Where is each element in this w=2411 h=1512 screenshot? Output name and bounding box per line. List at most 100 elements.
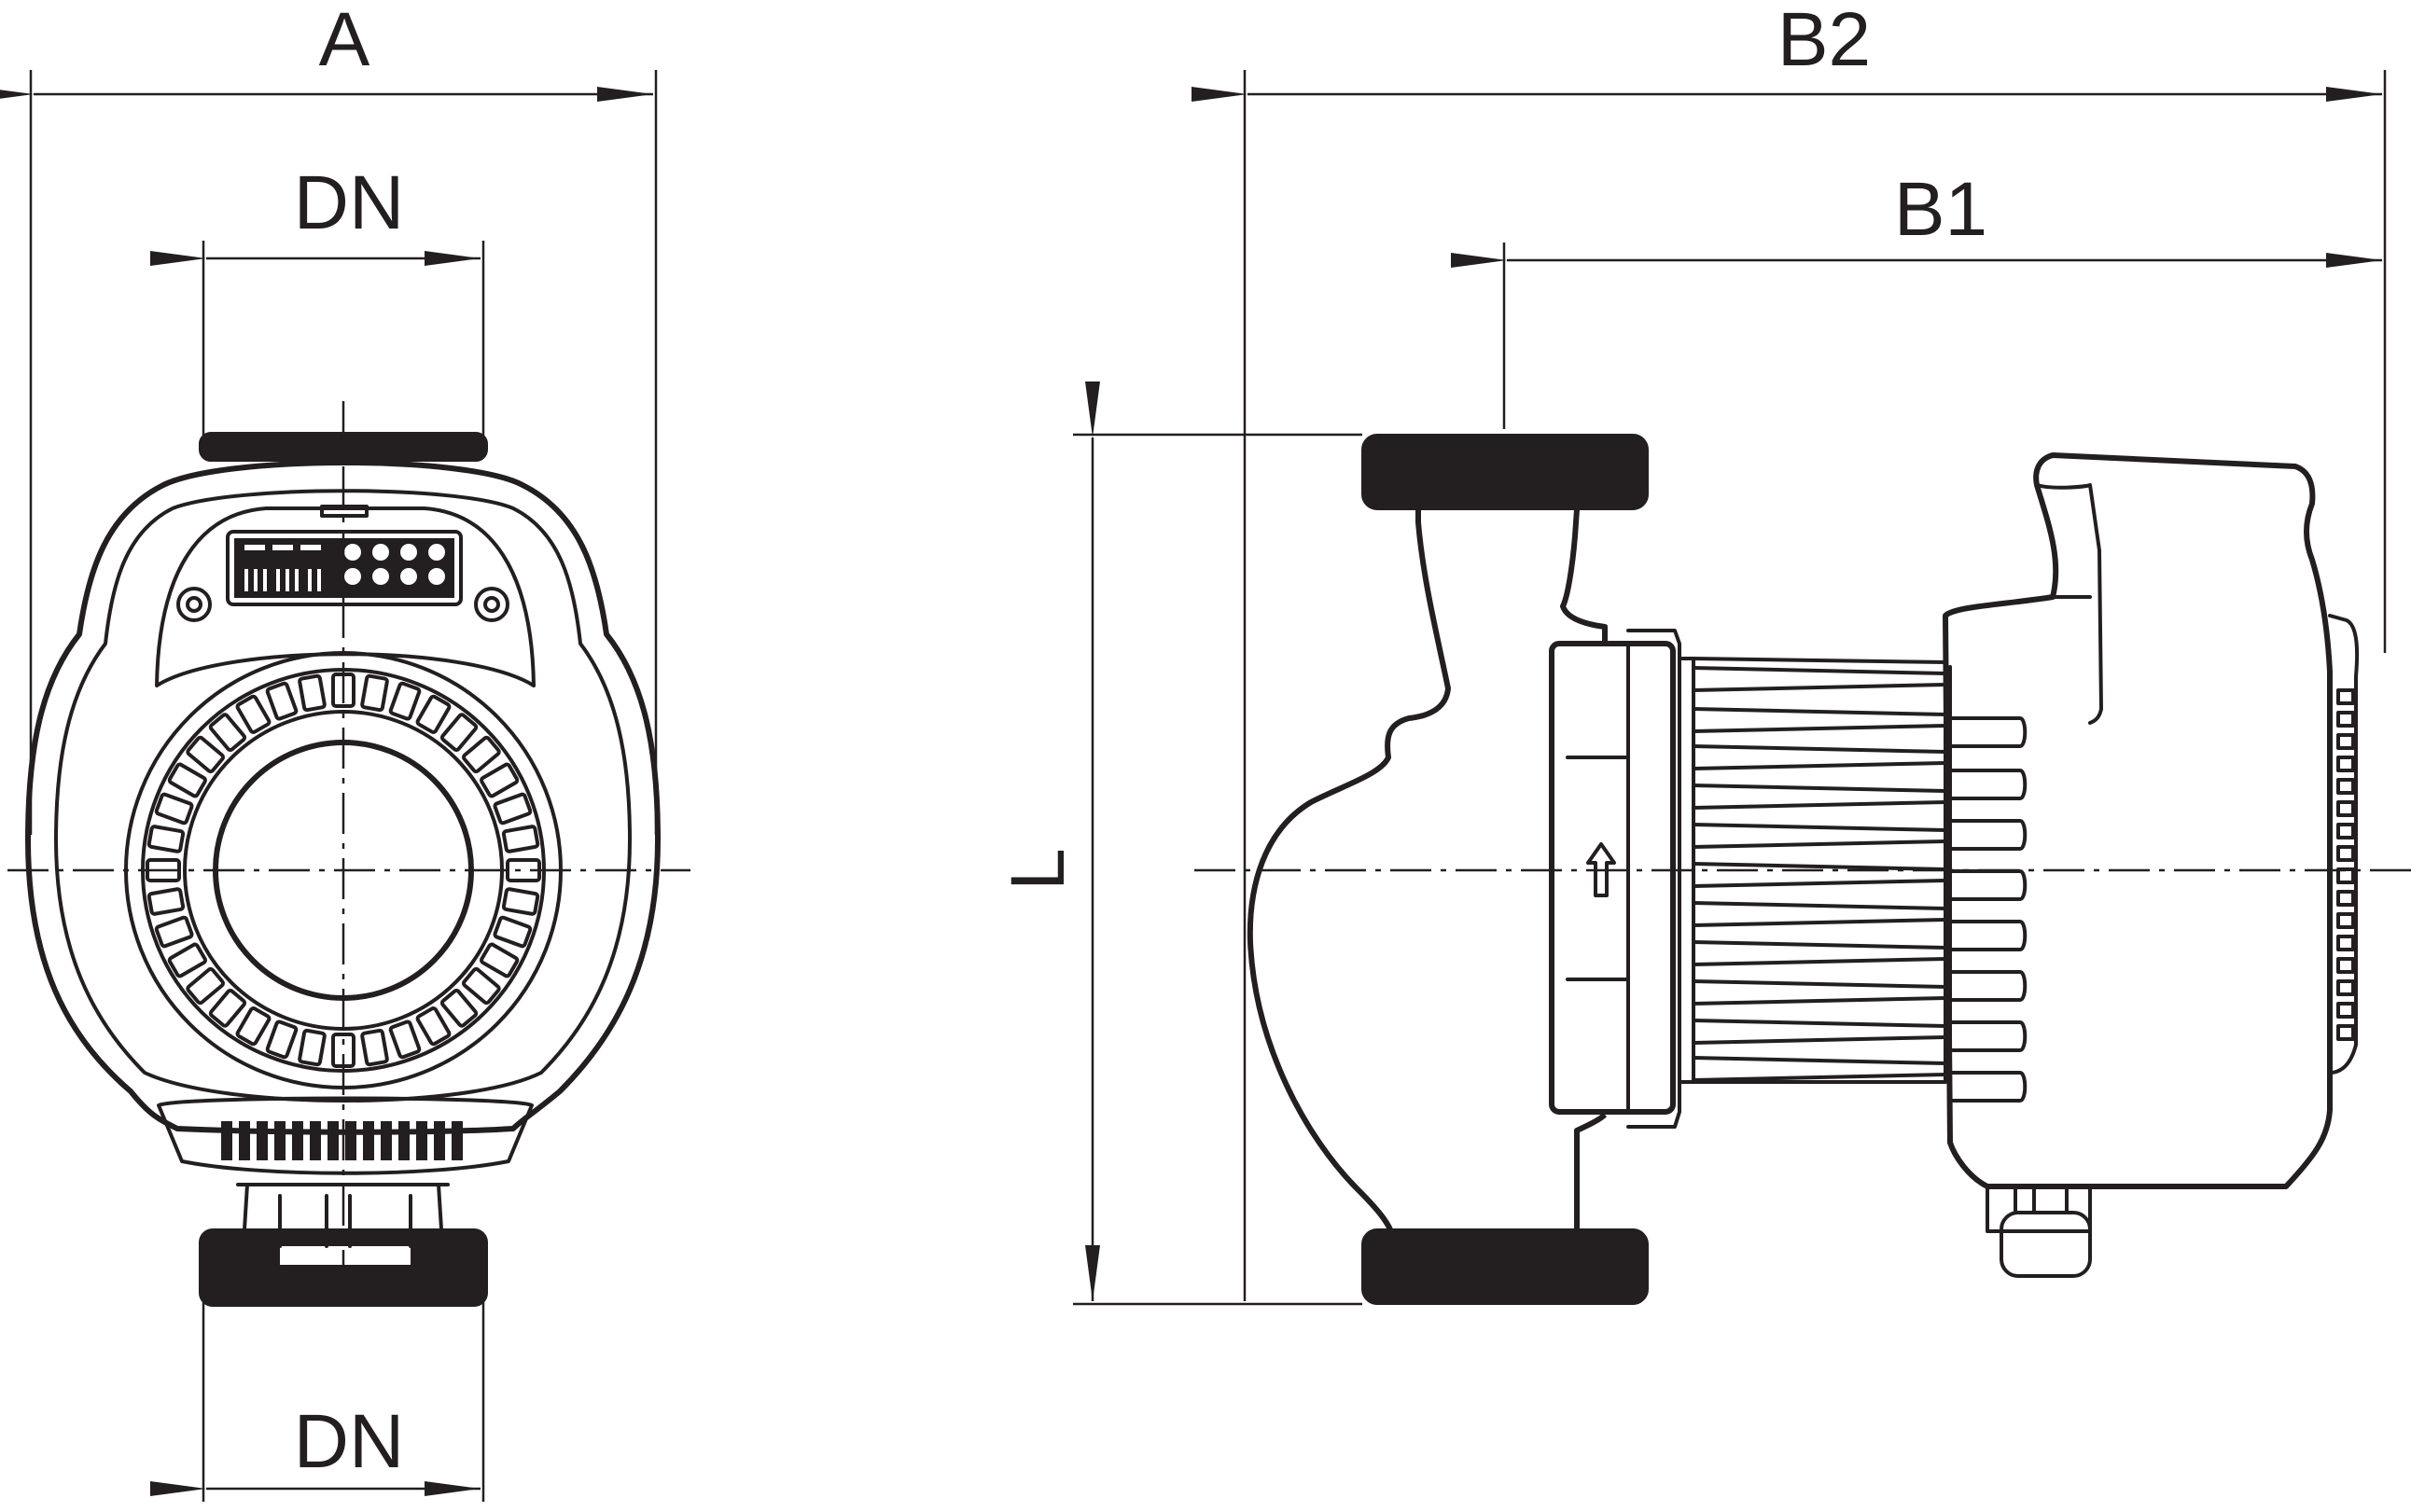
knob-tooth	[2336, 823, 2355, 839]
knob-tooth	[2336, 912, 2355, 929]
terminal-rib	[257, 1121, 268, 1160]
rotor-rib-shape	[208, 988, 247, 1028]
rotor-rib	[186, 966, 226, 1006]
rotor-rib	[235, 1006, 272, 1047]
stator-fin	[1692, 707, 1947, 733]
knob-tooth	[2336, 800, 2355, 817]
rotor-rib-shape	[265, 1020, 299, 1060]
terminal-block	[157, 1096, 534, 1175]
rotor-rib	[154, 915, 194, 949]
rotor-rib	[480, 942, 520, 978]
rotor-rib-shape	[439, 713, 479, 753]
rotor-rib-shape	[167, 762, 207, 798]
pump-volute-body	[1247, 508, 1608, 1231]
rotor-rib	[235, 694, 272, 734]
rotor-rib	[154, 792, 194, 825]
rotor-rib-shape	[493, 915, 533, 949]
rotor-rib-shape	[298, 673, 327, 713]
stator-fin	[1692, 862, 1947, 888]
rotor-rib	[298, 673, 327, 713]
stator-fin	[1692, 1056, 1947, 1082]
rotor-rib	[501, 887, 540, 916]
electronics-ribs	[1948, 716, 2028, 1103]
electronics-rib	[1948, 769, 2028, 800]
stator-fin	[1692, 1019, 1947, 1045]
terminal-rib	[274, 1121, 286, 1160]
rotor-rib-shape	[154, 792, 194, 825]
pump-housing-outline	[25, 460, 661, 1135]
stator-fin	[1692, 940, 1947, 966]
side-bottom-flange	[1361, 1228, 1649, 1305]
cable-gland	[2000, 1211, 2092, 1278]
panel-screw-left	[176, 587, 212, 622]
rotor-rib-shape	[167, 942, 207, 978]
flow-direction-arrow-icon	[1586, 842, 1616, 897]
side-view: B2 B1 L	[996, 0, 2411, 1306]
rotor-rib-shape	[146, 825, 186, 853]
stator-fin	[1692, 901, 1947, 927]
terminal-rib	[345, 1121, 356, 1160]
electronics-housing-edge	[2035, 483, 2103, 725]
knob-tooth	[2336, 979, 2355, 996]
rotor-rib	[186, 735, 226, 774]
rotor-rib	[388, 1020, 422, 1060]
knob-tooth	[2336, 845, 2355, 862]
rotor-rib-shape	[186, 735, 226, 774]
rotor-rib-shape	[388, 681, 422, 721]
terminal-ribs	[221, 1121, 463, 1160]
terminal-rib	[398, 1121, 410, 1160]
knob-tooth	[2336, 1024, 2355, 1041]
terminal-rib	[328, 1121, 339, 1160]
rotor-rib-shape	[415, 694, 452, 734]
rotor-rib	[415, 694, 452, 734]
terminal-rib	[381, 1121, 392, 1160]
rotor-rib-shape	[298, 1028, 327, 1067]
terminal-rib	[452, 1121, 463, 1160]
electronics-rib	[1948, 970, 2028, 1002]
rotor-rib	[480, 762, 520, 798]
knob-tooth	[2336, 890, 2355, 907]
panel-screw-right	[474, 587, 509, 622]
rotor-rib	[439, 988, 479, 1028]
rotor-rib	[208, 713, 247, 753]
electronics-rib	[1948, 1071, 2028, 1103]
control-knob-strip	[2328, 614, 2360, 1075]
rotor-rib	[146, 887, 186, 916]
rotor-rib	[167, 942, 207, 978]
dimension-label-dn-top: DN	[294, 160, 404, 245]
electronics-housing	[1943, 452, 2333, 1189]
knob-tooth	[2336, 733, 2355, 750]
terminal-rib	[310, 1121, 321, 1160]
knob-tooth	[2336, 1002, 2355, 1019]
rotor-rib	[146, 825, 186, 853]
dimension-label-b1: B1	[1894, 167, 1987, 252]
rotor-rib-shape	[439, 988, 479, 1028]
dimension-label-a: A	[319, 0, 370, 82]
rotor-rib-shape	[501, 887, 540, 916]
bottom-flange-neck	[280, 1246, 411, 1265]
knob-tooth	[2336, 957, 2355, 974]
rotor-rib-shape	[146, 887, 186, 916]
stator-fin	[1692, 784, 1947, 810]
cable-gland-lines	[2014, 1185, 2069, 1214]
electronics-rib	[1948, 716, 2028, 748]
rotor-rib-shape	[501, 825, 540, 853]
rotor-rib	[493, 792, 533, 825]
rotor-rib-shape	[265, 681, 299, 721]
rotor-rib-shape	[480, 762, 520, 798]
rotor-rib-shape	[388, 1020, 422, 1060]
front-view: A DN DN	[0, 0, 690, 1502]
rotor-rib	[461, 966, 501, 1006]
rotor-rib	[360, 1028, 389, 1067]
stator-fin	[1692, 666, 1947, 692]
rotor-rib-shape	[493, 792, 533, 825]
terminal-rib	[416, 1121, 427, 1160]
stator-fins	[1692, 657, 1947, 1084]
rotor-rib-shape	[235, 694, 272, 734]
side-top-flange	[1361, 434, 1649, 510]
stator-fin	[1692, 979, 1947, 1006]
stator-collar	[1678, 657, 1695, 1084]
knob-tooth	[2336, 756, 2355, 772]
knob-tooth	[2336, 711, 2355, 728]
panel-top-tab	[320, 505, 369, 518]
